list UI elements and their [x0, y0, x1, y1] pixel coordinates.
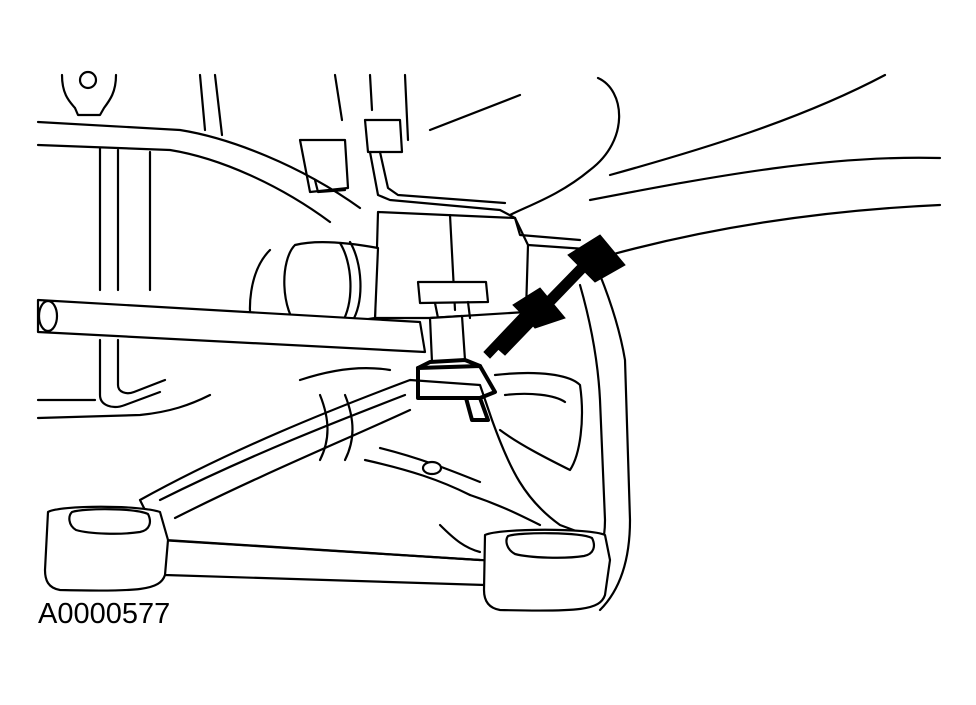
pointer-arrows: [483, 234, 626, 359]
crossmember-bracket: [43, 273, 632, 612]
highlighted-collar: [416, 314, 497, 422]
pointer-arrow-upper: [496, 234, 626, 356]
pointer-arrow-lower: [483, 287, 566, 359]
shaft-rod: [36, 298, 427, 354]
engine-background-linework: [36, 70, 942, 420]
housing-plug: [416, 280, 490, 320]
figure-id-label: A0000577: [38, 598, 171, 630]
